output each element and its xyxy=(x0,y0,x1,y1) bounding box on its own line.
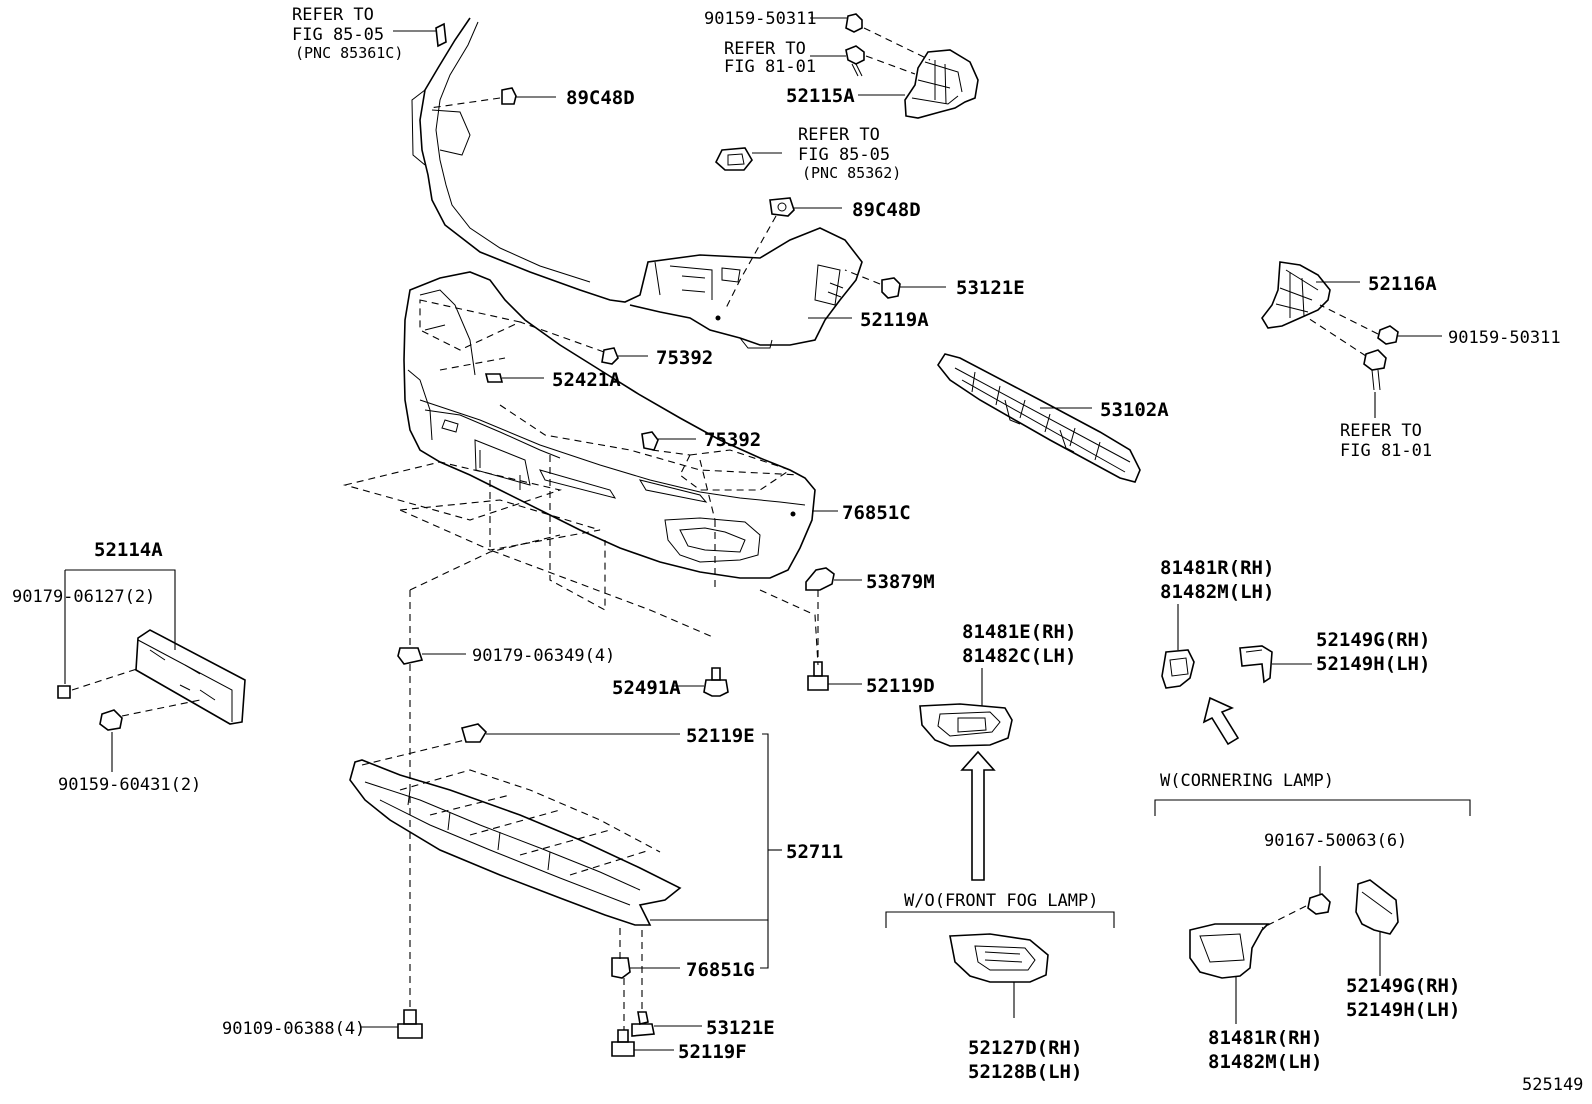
label-90167-50063: 90167-50063(6) xyxy=(1264,831,1407,851)
bracket-52711 xyxy=(650,733,782,969)
dashed-leaders-bumper xyxy=(342,299,819,666)
clip-53121e-top xyxy=(844,269,946,299)
label-81481r-bottom: 81481R(RH) xyxy=(1208,1027,1322,1049)
screw-52119d xyxy=(807,661,862,691)
clip-75392-b xyxy=(641,431,696,456)
label-75392-a: 75392 xyxy=(656,347,713,369)
clip-52421a xyxy=(484,373,544,383)
label-81482m-bottom: 81482M(LH) xyxy=(1208,1051,1322,1073)
upper-bumper-cover xyxy=(411,17,863,349)
figure-number: 525149 xyxy=(1522,1075,1583,1095)
lower-spoiler-52711 xyxy=(349,739,682,960)
label-76851c: 76851C xyxy=(842,502,911,524)
label-89c48d-top: 89C48D xyxy=(566,87,635,109)
label-52116a: 52116A xyxy=(1368,273,1437,295)
label-81481e: 81481E(RH) xyxy=(962,621,1076,643)
label-89c48d-mid: 89C48D xyxy=(852,199,921,221)
refer-85362-line2: FIG 85-05 xyxy=(798,145,890,165)
label-52149g-top: 52149G(RH) xyxy=(1316,629,1430,651)
bracket-52115a xyxy=(858,49,979,119)
label-90159-50311-right: 90159-50311 xyxy=(1448,328,1561,348)
label-52119f: 52119F xyxy=(678,1041,747,1063)
bracket-52114a xyxy=(64,569,246,725)
lamp-81481r-top xyxy=(1161,604,1195,689)
refer-85362-line3: (PNC 85362) xyxy=(802,164,901,182)
label-w-cornering-lamp: W(CORNERING LAMP) xyxy=(1160,771,1334,791)
refer-81-01-top-line2: FIG 81-01 xyxy=(724,57,816,77)
label-90159-60431: 90159-60431(2) xyxy=(58,775,201,795)
refer-81-01-right-line2: FIG 81-01 xyxy=(1340,441,1432,461)
label-52128b: 52128B(LH) xyxy=(968,1061,1082,1083)
refer-81-01-top-line1: REFER TO xyxy=(724,39,806,59)
label-52149h-top: 52149H(LH) xyxy=(1316,653,1430,675)
label-90109-06388: 90109-06388(4) xyxy=(222,1019,365,1039)
arrow-cornering xyxy=(1202,696,1240,746)
nut-90179-06349 xyxy=(397,590,466,1010)
clip-89c48d-mid xyxy=(724,197,842,311)
label-90179-06349: 90179-06349(4) xyxy=(472,646,615,666)
bolt-90159-50311-top xyxy=(810,13,931,61)
label-90179-06127: 90179-06127(2) xyxy=(12,587,155,607)
refer-85361c-line2: FIG 85-05 xyxy=(292,25,384,45)
bracket-52149g-top xyxy=(1239,645,1312,684)
bracket-wo-fog xyxy=(885,911,1115,928)
label-90159-50311-top: 90159-50311 xyxy=(704,9,817,29)
clip-89c48d-top xyxy=(429,87,556,109)
label-52149g-bottom: 52149G(RH) xyxy=(1346,975,1460,997)
callout-labels: REFER TO FIG 85-05 (PNC 85361C) 89C48D 9… xyxy=(12,5,1583,1095)
clip-53121e-bottom xyxy=(631,930,702,1037)
clip-75392-a xyxy=(519,321,648,365)
label-53102a: 53102A xyxy=(1100,399,1169,421)
bolt-refer-81-01-top xyxy=(810,45,916,77)
refer-81-01-right-line1: REFER TO xyxy=(1340,421,1422,441)
refer-85361c-line1: REFER TO xyxy=(292,5,374,25)
bolt-90159-60431 xyxy=(99,699,201,772)
bolt-refer-81-01-right xyxy=(1307,317,1387,418)
label-52119d: 52119D xyxy=(866,675,935,697)
label-52491a: 52491A xyxy=(612,677,681,699)
refer-85362-line1: REFER TO xyxy=(798,125,880,145)
label-52114a: 52114A xyxy=(94,539,163,561)
bolt-90109-06388 xyxy=(360,1009,423,1039)
clip-52119e xyxy=(461,723,680,743)
label-53879m: 53879M xyxy=(866,571,935,593)
lamp-81481r-bottom xyxy=(1189,923,1270,1024)
fog-cover-52127d xyxy=(949,933,1049,1018)
label-52149h-bottom: 52149H(LH) xyxy=(1346,999,1460,1021)
bracket-w-cornering xyxy=(1154,799,1471,816)
label-52119a: 52119A xyxy=(860,309,929,331)
screw-90167-50063 xyxy=(1261,866,1331,929)
bracket-52149g-bottom xyxy=(1355,879,1399,976)
clip-52491a xyxy=(674,667,729,697)
screw-52119f xyxy=(611,1029,674,1057)
label-52119e: 52119E xyxy=(686,725,755,747)
nut-90179-06127 xyxy=(57,667,141,699)
refer-85361c-line3: (PNC 85361C) xyxy=(295,44,403,62)
retainer-53879m xyxy=(805,567,862,662)
bracket-52116a xyxy=(1261,261,1360,329)
label-52711: 52711 xyxy=(786,841,843,863)
clip-85361c xyxy=(393,22,447,48)
label-81481r-top: 81481R(RH) xyxy=(1160,557,1274,579)
label-52421a: 52421A xyxy=(552,369,621,391)
label-52127d: 52127D(RH) xyxy=(968,1037,1082,1059)
fog-cover-81481e xyxy=(919,668,1013,747)
label-81482m-top: 81482M(LH) xyxy=(1160,581,1274,603)
grille-53102a xyxy=(937,353,1141,483)
label-75392-b: 75392 xyxy=(704,429,761,451)
label-wo-front-fog-lamp: W/O(FRONT FOG LAMP) xyxy=(904,891,1098,911)
clip-76851g xyxy=(611,957,680,1030)
arrow-fog xyxy=(960,750,996,881)
clip-85362 xyxy=(715,147,782,171)
label-53121e-bottom: 53121E xyxy=(706,1017,775,1039)
label-52115a: 52115A xyxy=(786,85,855,107)
label-76851g: 76851G xyxy=(686,959,755,981)
bumper-cover-76851c xyxy=(403,271,838,579)
bolt-90159-50311-right xyxy=(1319,304,1442,345)
label-53121e-top: 53121E xyxy=(956,277,1025,299)
label-81482c: 81482C(LH) xyxy=(962,645,1076,667)
